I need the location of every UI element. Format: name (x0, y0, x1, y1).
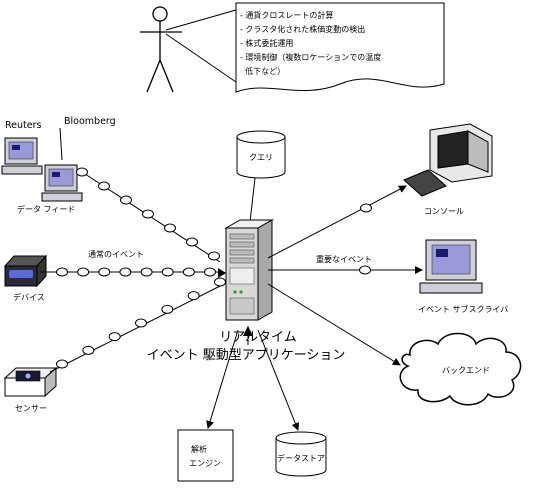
app-title-line1: リアルタイム (219, 330, 297, 345)
backend-label: バックエンド (442, 366, 490, 375)
device-event-circle (161, 267, 174, 277)
arrow-to-console (267, 185, 407, 259)
console-icon (403, 123, 493, 197)
cloud-icon (399, 332, 522, 406)
note-line-4: - 環境制御（複数ロケーションでの温度 (240, 52, 381, 62)
device-event-circle (182, 267, 195, 277)
note-line-1: - 通貨クロスレートの計算 (240, 10, 333, 20)
normal-event-label: 通常のイベント (88, 249, 144, 259)
note-line-2: - クラスタ化された株価変動の検出 (240, 24, 365, 34)
data-feed-event-circle (164, 223, 176, 233)
datastore-database-icon (275, 431, 327, 477)
analysis-engine-label-2: エンジン (189, 459, 221, 468)
query-connector (249, 177, 256, 223)
bloomberg-label: Bloomberg (64, 116, 116, 127)
server-icon (224, 219, 274, 321)
callout-line (165, 9, 237, 31)
data-feed-event-circle (98, 181, 110, 191)
analysis-engine-label-1: 解析 (191, 444, 207, 454)
arrow-to-analysis-engine (206, 329, 239, 429)
sensor-event-circle (108, 332, 121, 342)
subscriber-label: イベント サブスクライバ (418, 304, 508, 314)
bloomberg-computer-icon (41, 164, 83, 202)
important-event-circle (359, 265, 371, 275)
data-feed-event-circle (208, 251, 220, 261)
bloomberg-connector (59, 127, 63, 161)
device-event-circle (98, 267, 111, 277)
sensor-event-circle (135, 318, 147, 328)
device-label: デバイス (13, 292, 45, 302)
reuters-label: Reuters (5, 120, 42, 131)
console-label: コンソール (424, 207, 464, 216)
data-feed-event-circle (76, 167, 88, 177)
device-event-circle (140, 267, 153, 277)
data-feed-event-circle (186, 237, 198, 247)
sensor-event-circle (56, 359, 68, 369)
console-event-circle (360, 203, 372, 213)
requirements-note (235, 2, 445, 93)
arrow-to-datastore (257, 329, 300, 431)
note-line-5: 低下など） (240, 66, 285, 76)
data-feed-event-circle (120, 195, 132, 205)
subscriber-computer-icon (419, 239, 483, 294)
arrow-to-backend (267, 283, 401, 366)
device-icon (3, 254, 48, 288)
data-feed-label: データ フィード (17, 204, 75, 214)
note-line-3: - 株式委託運用 (240, 38, 293, 48)
sensor-event-circle (214, 277, 226, 287)
sensor-icon (3, 366, 58, 398)
datastore-label: データストア (277, 453, 325, 463)
sensor-label: センサー (15, 404, 47, 413)
requirements-list: - 通貨クロスレートの計算 - クラスタ化された株価変動の検出 - 株式委託運用… (240, 10, 381, 76)
data-feed-event-circle (142, 209, 154, 219)
reuters-computer-icon (1, 137, 43, 175)
device-event-circle (119, 267, 132, 277)
event-stream-group (40, 167, 372, 373)
query-label: クエリ (249, 153, 273, 162)
important-event-label: 重要なイベント (316, 254, 372, 264)
server-input-arrow (218, 268, 226, 278)
query-database-icon (236, 130, 286, 179)
sensor-event-circle (82, 345, 95, 355)
sensor-event-circle (187, 291, 200, 301)
person-icon (140, 6, 182, 93)
app-title-line2: イベント 駆動型アプリケーション (147, 348, 346, 363)
device-event-circle (56, 267, 68, 277)
device-event-circle (204, 267, 216, 277)
analysis-engine-box (177, 429, 234, 482)
callout-line (165, 33, 237, 83)
device-event-circle (77, 267, 90, 277)
sensor-event-circle (161, 304, 174, 314)
